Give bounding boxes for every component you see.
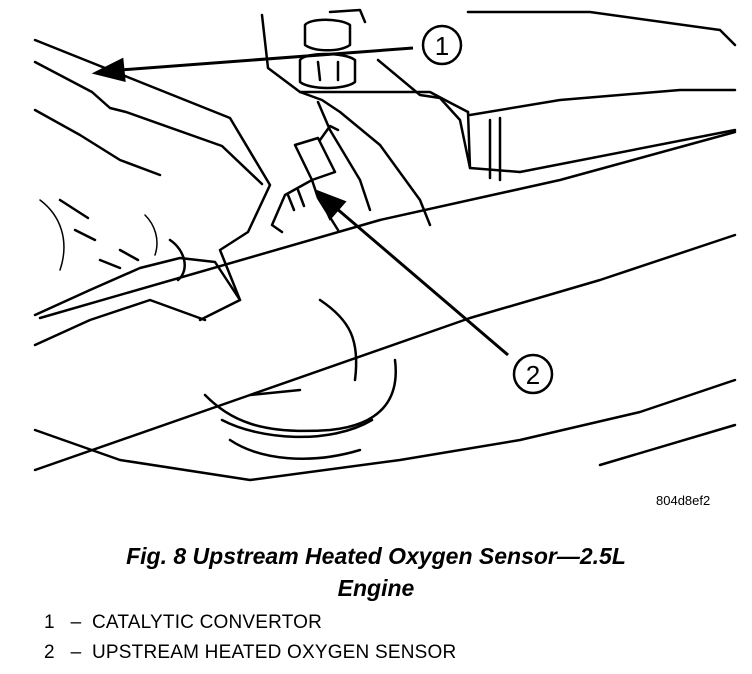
exhaust-pipe <box>203 298 397 460</box>
figure-caption-line1: Fig. 8 Upstream Heated Oxygen Sensor—2.5… <box>126 543 626 569</box>
callout-2-number: 2 <box>526 360 540 390</box>
bottom-rails <box>33 378 737 482</box>
frame-panel <box>376 10 737 182</box>
figure-code: 804d8ef2 <box>656 493 711 508</box>
legend-number: 2 <box>44 642 55 663</box>
callout-2: 2 <box>512 353 554 395</box>
oxygen-sensor <box>270 124 340 234</box>
figure-caption-line2: Engine <box>337 575 415 601</box>
crossmember <box>33 130 737 472</box>
callout-1-number: 1 <box>435 31 449 61</box>
legend-label: CATALYTIC CONVERTOR <box>92 612 323 633</box>
legend-number: 1 <box>44 612 55 633</box>
legend-item: 1–CATALYTIC CONVERTOR <box>44 612 322 634</box>
legend-item: 2–UPSTREAM HEATED OXYGEN SENSOR <box>44 642 456 664</box>
callout-arrows <box>91 46 509 357</box>
engine-illustration: 1 2 <box>33 8 737 482</box>
legend-dash: – <box>70 612 82 633</box>
catalytic-convertor-shield <box>33 38 272 347</box>
legend-label: UPSTREAM HEATED OXYGEN SENSOR <box>92 642 457 663</box>
callout-1: 1 <box>421 24 463 66</box>
legend-dash: – <box>70 642 82 663</box>
